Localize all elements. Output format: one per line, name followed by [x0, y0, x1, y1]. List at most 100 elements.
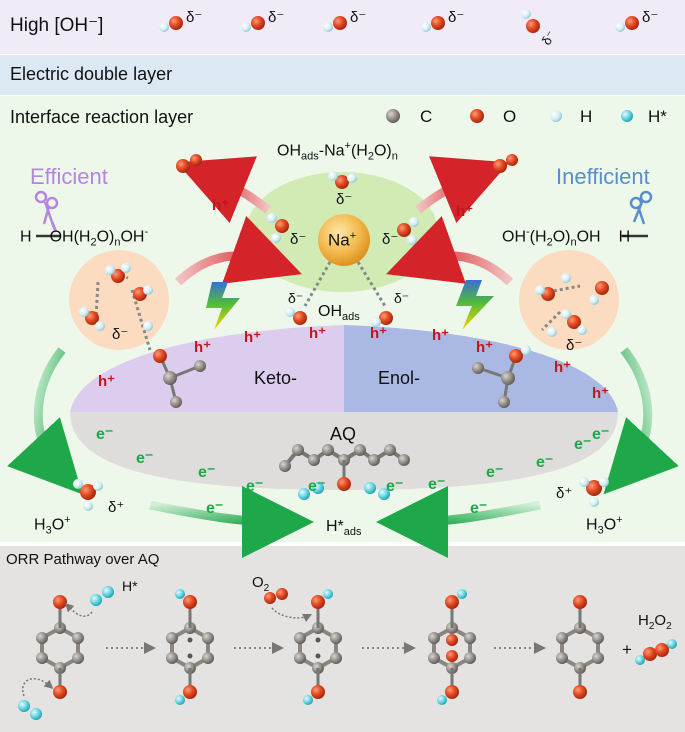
arrow-right-to-hads [376, 485, 541, 558]
hole-4: h⁺ [309, 325, 327, 342]
irl-label: Interface reaction layer [10, 107, 194, 127]
electron-2: e⁻ [136, 450, 154, 467]
legend-o-label: O [503, 107, 517, 126]
arrow-right-to-na [386, 215, 514, 286]
hole-5: h⁺ [370, 325, 388, 342]
h3o-left: H3O+ [34, 514, 71, 537]
delta-plus-left: δ⁺ [108, 499, 125, 516]
arrow-left-to-hads [149, 485, 314, 558]
na-label: Na+ [328, 230, 357, 250]
na-ion [318, 214, 370, 266]
legend-hstar-atom [621, 110, 633, 122]
water-molecules-na [267, 171, 419, 327]
hads-label: H*ads [326, 518, 362, 539]
edl-band [0, 55, 685, 95]
delta-oh-left: δ⁻ [288, 290, 304, 306]
legend-hydrogen-atom [550, 110, 562, 122]
hole-7: h⁺ [98, 373, 116, 390]
delta-top-6: δ⁻ [642, 9, 659, 26]
orr-step-5 [556, 595, 677, 699]
efficient-label: Efficient [30, 164, 108, 189]
arrow-na-to-upper-left [176, 156, 271, 223]
electron-1: e⁻ [96, 426, 114, 443]
orr-step-1 [18, 586, 114, 720]
electron-13: e⁻ [470, 500, 488, 517]
electron-12: e⁻ [592, 426, 610, 443]
hole-9: h⁺ [476, 339, 494, 356]
arrow-left-down [7, 347, 83, 495]
legend-hstar-label: H* [648, 107, 667, 126]
scissors-left-icon [34, 190, 59, 233]
electron-6: e⁻ [308, 478, 326, 495]
legend-oxygen-atom [470, 109, 484, 123]
legend-carbon-atom [386, 109, 400, 123]
delta-top-1: δ⁻ [186, 9, 203, 26]
keto-layer [70, 325, 344, 412]
delta-na-left: δ⁻ [290, 231, 307, 248]
keto-molecule [153, 349, 206, 408]
delta-top-2: δ⁻ [268, 9, 285, 26]
aq-molecule [279, 444, 410, 500]
orr-plus-label: + [622, 640, 632, 659]
delta-plus-right: δ⁺ [556, 485, 573, 502]
arrow-right-down [603, 347, 679, 495]
edl-label: Electric double layer [10, 64, 173, 84]
inefficient-label: Inefficient [556, 164, 650, 189]
delta-top-4: δ⁻ [448, 9, 465, 26]
hole-3: h⁺ [244, 329, 262, 346]
scissors-right-icon [629, 190, 653, 225]
hole-6: h⁺ [194, 339, 212, 356]
high-oh-label: High [OH⁻] [10, 15, 104, 36]
orr-hstar-label: H* [122, 578, 138, 594]
delta-na-right: δ⁻ [382, 231, 399, 248]
lightning-right-icon [456, 280, 494, 330]
right-cluster-molecules [535, 273, 609, 337]
orr-step-3 [264, 588, 342, 705]
delta-na-top: δ⁻ [336, 191, 353, 208]
orr-title: ORR Pathway over AQ [6, 551, 160, 568]
electron-7: e⁻ [386, 478, 404, 495]
legend-c-label: C [420, 107, 433, 126]
electron-4: e⁻ [246, 478, 264, 495]
aq-layer [70, 412, 618, 490]
enol-label: Enol- [378, 368, 421, 388]
hydroxide-ions-row [159, 9, 639, 33]
electron-3: e⁻ [198, 464, 216, 481]
right-solvation-cluster [519, 250, 619, 350]
electron-10: e⁻ [536, 454, 554, 471]
delta-top-3: δ⁻ [350, 9, 367, 26]
legend-h-label: H [580, 107, 593, 126]
arrow-na-to-upper-right [415, 156, 510, 223]
hydronium-right [579, 477, 609, 507]
delta-left-cluster: δ⁻ [112, 326, 129, 343]
arrow-left-to-na [174, 215, 302, 286]
hole-11: h⁺ [592, 385, 610, 402]
delta-right-cluster: δ⁻ [566, 337, 583, 354]
lightning-left-icon [206, 282, 240, 330]
keto-label: Keto- [254, 368, 298, 388]
electron-9: e⁻ [486, 464, 504, 481]
aq-label: AQ [330, 424, 357, 444]
hole-8: h⁺ [432, 327, 450, 344]
oh-ads-label: OHads [318, 303, 360, 324]
left-cluster-molecules [79, 263, 153, 331]
hydronium-left [73, 479, 103, 511]
enol-molecule [472, 345, 531, 408]
electron-5: e⁻ [206, 500, 224, 517]
hole-2: h⁺ [456, 203, 474, 220]
complex-label: OHads-Na+(H2O)n [277, 140, 398, 163]
hole-1: h⁺ [212, 197, 230, 214]
electron-8: e⁻ [428, 476, 446, 493]
orr-step-2 [166, 589, 214, 705]
delta-oh-right: δ⁻ [394, 290, 410, 306]
orr-o2-label: O2 [252, 574, 270, 594]
electron-11: e⁻ [574, 436, 592, 453]
orr-h2o2-label: H2O2 [638, 612, 672, 632]
h3o-right: H3O+ [586, 514, 623, 537]
orr-band [0, 546, 685, 732]
orr-step-4 [428, 589, 476, 705]
hole-10: h⁺ [554, 359, 572, 376]
